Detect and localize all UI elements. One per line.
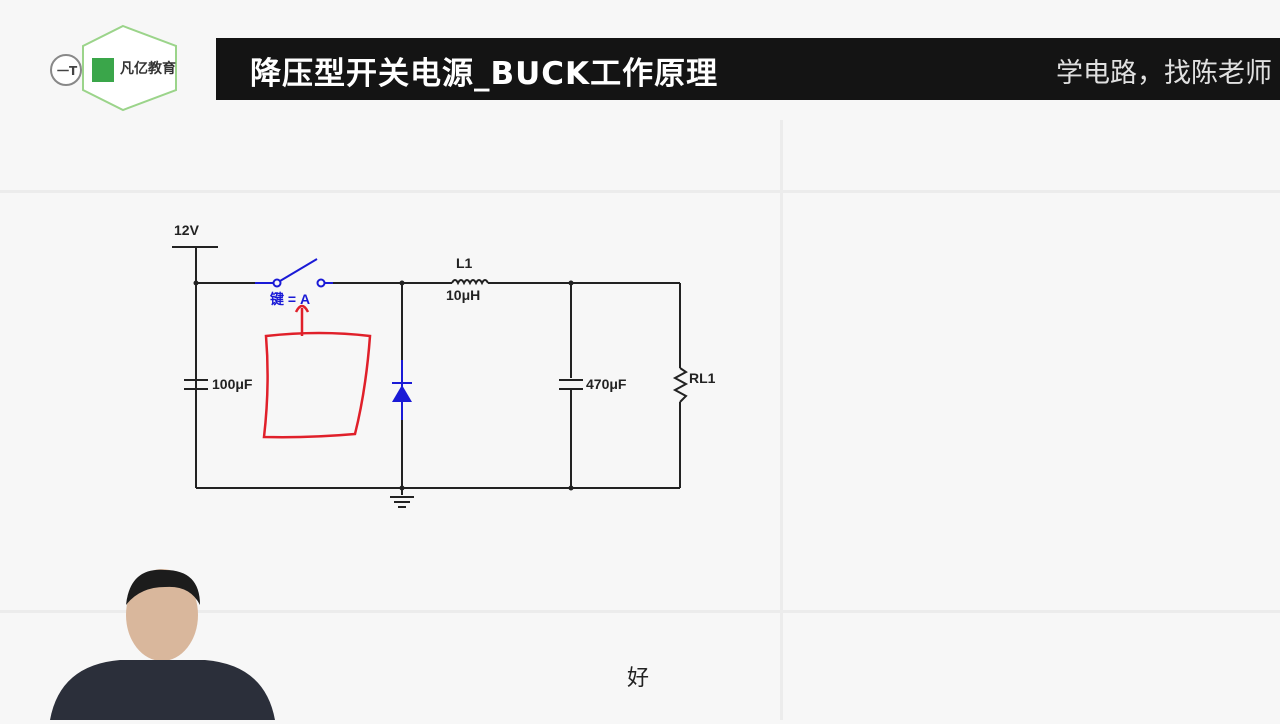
- background-trace: [0, 610, 1280, 613]
- title-bar: 降压型开关电源_BUCK工作原理 学电路，找陈老师: [216, 38, 1280, 100]
- slogan: 学电路，找陈老师: [1056, 58, 1272, 89]
- hand-drawn-box-annotation: [262, 331, 372, 439]
- inductor-value: 10μH: [446, 287, 480, 303]
- page-title: 降压型开关电源_BUCK工作原理: [250, 56, 719, 92]
- inductor: [451, 279, 489, 286]
- switch-label: 键 = A: [269, 291, 310, 307]
- background-trace: [780, 120, 783, 720]
- hand-drawn-arrow-annotation: [294, 304, 310, 336]
- load-resistor: [672, 367, 689, 403]
- presenter-webcam: [40, 565, 280, 720]
- brand-name: 凡亿教育: [120, 61, 176, 77]
- inductor-name: L1: [456, 255, 473, 271]
- svg-text:一T: 一T: [57, 64, 78, 78]
- diode-icon: [392, 385, 412, 402]
- logo: 一T 凡亿教育: [48, 24, 188, 112]
- supply-label: 12V: [174, 222, 200, 238]
- input-cap-value: 100μF: [212, 376, 253, 392]
- output-cap-value: 470μF: [586, 376, 627, 392]
- background-trace: [0, 190, 1280, 193]
- load-name: RL1: [689, 370, 716, 386]
- video-subtitle: 好: [627, 666, 650, 691]
